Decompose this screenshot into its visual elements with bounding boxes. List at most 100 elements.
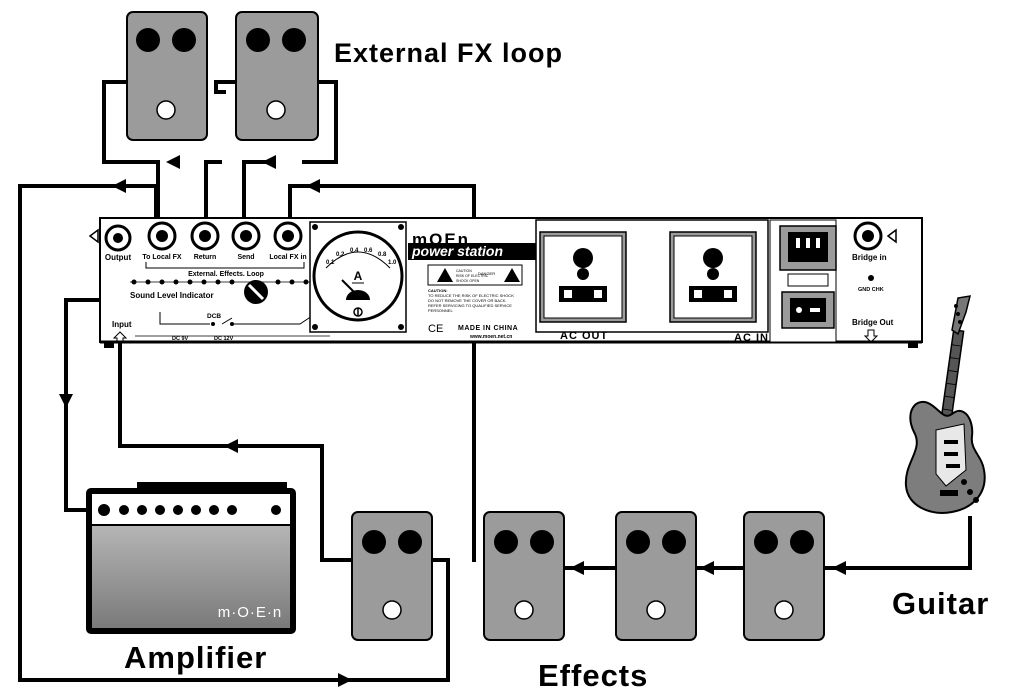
return-jack[interactable] [190, 221, 220, 251]
fuse-holder [787, 273, 829, 287]
bridge-in-label: Bridge in [852, 253, 887, 262]
local-fx-in-jack[interactable] [273, 221, 303, 251]
arrow-left-4 [262, 155, 276, 169]
amplifier: m·O·E·n [86, 482, 296, 634]
ce-mark: CE [428, 323, 443, 335]
ac-out-socket-2[interactable] [669, 231, 757, 323]
caution-line-1: TO REDUCE THE RISK OF ELECTRIC SHOCK [428, 293, 514, 298]
knob-icon [754, 530, 778, 554]
made-in-label: MADE IN CHINA [458, 325, 518, 332]
caution-line-4: PERSONNEL [428, 308, 453, 313]
cable-ext2 [302, 80, 338, 164]
cable-arrows [59, 155, 846, 687]
product-banner [408, 243, 540, 260]
meter-tick: 0.6 [364, 248, 373, 254]
local-fx-in-label: Local FX in [269, 254, 306, 261]
warning-small-3: SHOCK OPEN [456, 279, 480, 283]
arrow-left-7 [700, 561, 714, 575]
gnd-chk-label: GND CHK [858, 287, 884, 293]
amplifier-title: Amplifier [124, 640, 267, 675]
guitar-icon [904, 295, 986, 514]
send-jack[interactable] [231, 221, 261, 251]
arrow-down-1 [59, 394, 73, 408]
meter-tick: 0.1 [326, 260, 335, 266]
amp-input-jack[interactable] [98, 504, 110, 516]
caution-title: CAUTION: [428, 288, 448, 293]
warning-small-1: CAUTION [456, 269, 472, 273]
website-label: www.moen.net.cn [469, 334, 512, 340]
knob-icon [790, 530, 814, 554]
cable-guitar [820, 516, 972, 570]
meter-tick: 0.8 [378, 252, 387, 258]
effect-pedal-2 [615, 511, 697, 641]
meter-tick: 0.4 [350, 248, 359, 254]
amp-logo: m·O·E·n [218, 604, 283, 621]
external-fx-loop-title: External FX loop [334, 38, 563, 68]
arrow-left-5 [224, 439, 238, 453]
arrow-left-1 [112, 179, 126, 193]
footswitch-icon [774, 600, 794, 620]
bridge-in-jack[interactable] [853, 221, 883, 251]
knob-icon [530, 530, 554, 554]
external-fx-pedal-2 [235, 11, 319, 141]
effect-pedal-3 [743, 511, 825, 641]
amp-speaker-grille [92, 526, 290, 628]
danger-label: DANGER [478, 271, 495, 276]
external-effects-loop-label: External. Effects. Loop [188, 271, 264, 278]
gnd-led [868, 275, 874, 281]
power-switch[interactable] [781, 291, 835, 329]
return-label: Return [194, 254, 217, 261]
warning-icon [437, 268, 453, 282]
ammeter: 0.1 0.2 0.4 0.6 0.8 1.0 A [309, 221, 407, 333]
to-local-fx-jack[interactable] [147, 221, 177, 251]
up-arrow-icon [112, 331, 128, 344]
ac-out-socket-1[interactable] [539, 231, 627, 323]
knob-icon [662, 530, 686, 554]
output-jack[interactable] [104, 224, 132, 252]
guitar-title: Guitar [892, 586, 989, 621]
knob-icon [246, 28, 270, 52]
product-name: power station [411, 243, 503, 259]
knob-icon [282, 28, 306, 52]
send-label: Send [237, 254, 254, 261]
footswitch-icon [266, 100, 286, 120]
dcb-label: DCB [207, 313, 221, 320]
amp-knobs [119, 505, 281, 515]
meter-unit: A [354, 269, 363, 283]
knob-icon [494, 530, 518, 554]
to-local-fx-label: To Local FX [142, 254, 181, 261]
level-knob[interactable] [244, 280, 268, 304]
footswitch-icon [382, 600, 402, 620]
knob-icon [362, 530, 386, 554]
sound-level-indicator-label: Sound Level Indicator [130, 291, 214, 300]
dc9v-label: DC 9V [172, 336, 189, 342]
power-station-panel: To Local FX Return Send Local FX in Outp… [88, 217, 923, 348]
knob-icon [398, 530, 422, 554]
footswitch-icon [514, 600, 534, 620]
bridge-out-label: Bridge Out [852, 318, 894, 327]
footswitch-icon [646, 600, 666, 620]
effects-title: Effects [538, 658, 648, 688]
cable-output-loop [18, 184, 350, 682]
dc12v-label: DC 12V [214, 336, 234, 342]
arrow-outline-icon [886, 228, 897, 244]
arrow-left-2 [306, 179, 320, 193]
warning-small-2: RISK OF ELECTRIC [456, 274, 489, 278]
cable-amp-pedal-out [350, 558, 450, 682]
ac-out-label: AC OUT [560, 330, 608, 342]
effect-pedal-1 [483, 511, 565, 641]
cable-return [204, 160, 222, 230]
knob-icon [172, 28, 196, 52]
arrow-outline-icon [88, 228, 99, 244]
cable-ext-link [214, 80, 240, 94]
ac-in-socket[interactable] [779, 225, 837, 271]
caution-line-2: DO NOT REMOVE THE COVER OR BACK. [428, 298, 507, 303]
caution-line-3: REFER SERVICING TO QUALIFIED SERVICE [428, 303, 512, 308]
arrow-left-8 [570, 561, 584, 575]
arrow-left-3 [166, 155, 180, 169]
cable-input [118, 336, 356, 562]
output-label: Output [105, 253, 132, 262]
meter-tick: 0.2 [336, 252, 345, 258]
meter-tick: 1.0 [388, 260, 397, 266]
